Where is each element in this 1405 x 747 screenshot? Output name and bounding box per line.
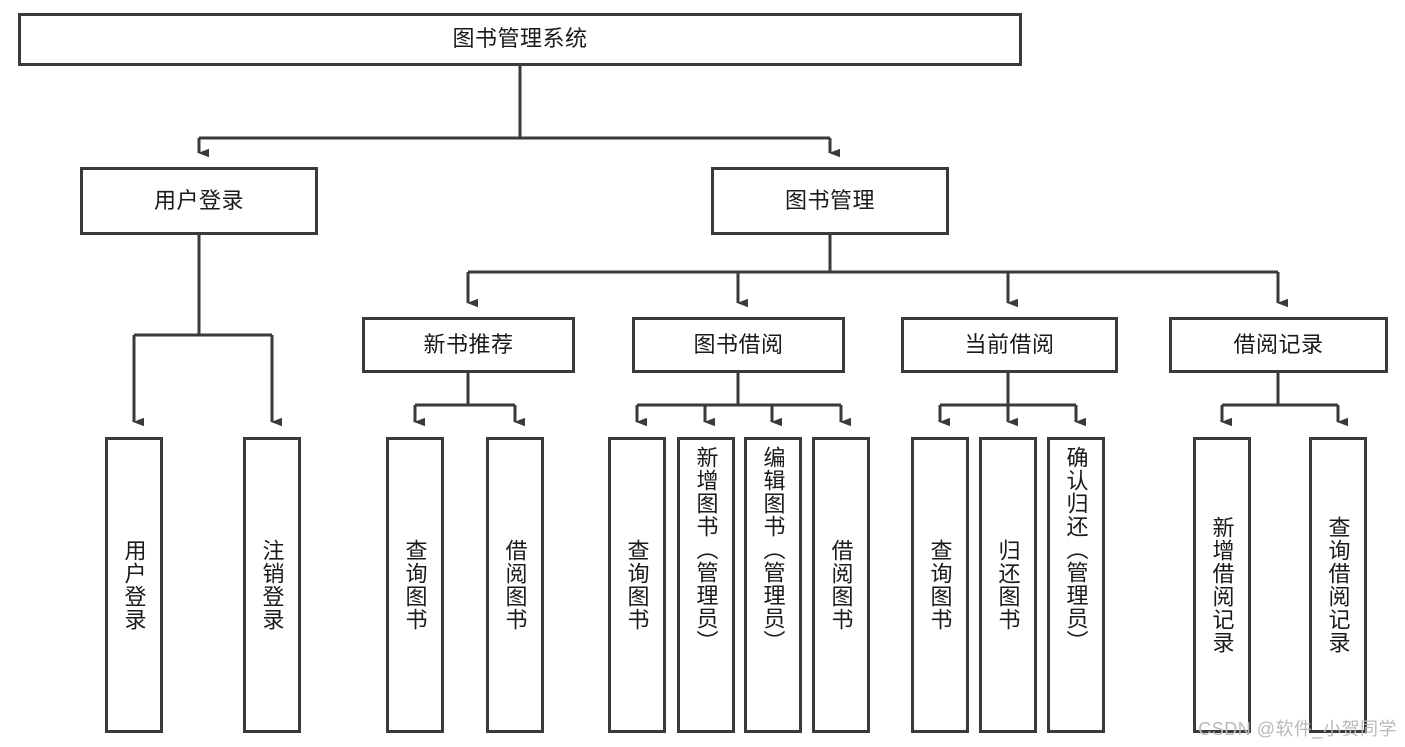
leaf-user-login-logout[interactable]: 注销登录	[243, 437, 301, 733]
node-label: 确认归还（管理员）	[1063, 446, 1089, 653]
leaf-current-borrow-confirm-return-admin[interactable]: 确认归还（管理员）	[1047, 437, 1105, 733]
node-label: 用户登录	[121, 539, 147, 631]
node-new-book-recommendation[interactable]: 新书推荐	[362, 317, 575, 373]
node-label: 当前借阅	[964, 331, 1055, 357]
leaf-user-login-login[interactable]: 用户登录	[105, 437, 163, 733]
node-borrowing-record[interactable]: 借阅记录	[1169, 317, 1388, 373]
leaf-book-borrow-add-book-admin[interactable]: 新增图书（管理员）	[677, 437, 735, 733]
node-book-management[interactable]: 图书管理	[711, 167, 949, 235]
user-login-to-leaves-connector	[132, 235, 282, 427]
node-label: 借阅记录	[1233, 331, 1324, 357]
leaf-borrow-record-add-record[interactable]: 新增借阅记录	[1193, 437, 1251, 733]
node-label: 新书推荐	[423, 331, 514, 357]
leaf-new-book-borrow-books[interactable]: 借阅图书	[486, 437, 544, 733]
node-label: 新增图书（管理员）	[693, 446, 719, 653]
node-label: 归还图书	[995, 539, 1021, 631]
node-label: 查询借阅记录	[1325, 516, 1351, 654]
leaf-book-borrow-borrow-books[interactable]: 借阅图书	[812, 437, 870, 733]
leaf-current-borrow-return-books[interactable]: 归还图书	[979, 437, 1037, 733]
leaf-book-borrow-edit-book-admin[interactable]: 编辑图书（管理员）	[744, 437, 802, 733]
node-user-login[interactable]: 用户登录	[80, 167, 318, 235]
node-label: 借阅图书	[502, 539, 528, 631]
node-label: 注销登录	[259, 539, 285, 631]
node-root-book-management-system[interactable]: 图书管理系统	[18, 13, 1022, 66]
new-book-to-leaves-connector	[413, 373, 525, 427]
leaf-book-borrow-query-books[interactable]: 查询图书	[608, 437, 666, 733]
node-label: 借阅图书	[828, 539, 854, 631]
node-label: 新增借阅记录	[1209, 516, 1235, 654]
current-borrow-to-leaves-connector	[938, 373, 1086, 427]
node-label: 图书管理系统	[452, 26, 588, 52]
node-label: 查询图书	[402, 539, 428, 631]
leaf-new-book-query-books[interactable]: 查询图书	[386, 437, 444, 733]
node-label: 图书借阅	[693, 331, 784, 357]
node-label: 用户登录	[153, 187, 244, 213]
borrow-record-to-leaves-connector	[1220, 373, 1348, 427]
node-book-borrowing[interactable]: 图书借阅	[632, 317, 845, 373]
leaf-borrow-record-query-record[interactable]: 查询借阅记录	[1309, 437, 1367, 733]
book-manage-to-level3-connector	[466, 235, 1288, 308]
node-current-borrowing[interactable]: 当前借阅	[901, 317, 1118, 373]
node-label: 编辑图书（管理员）	[760, 446, 786, 653]
node-label: 查询图书	[927, 539, 953, 631]
node-label: 查询图书	[624, 539, 650, 631]
node-label: 图书管理	[784, 187, 875, 213]
root-to-level2-connector	[197, 66, 840, 158]
leaf-current-borrow-query-books[interactable]: 查询图书	[911, 437, 969, 733]
book-borrow-to-leaves-connector	[635, 373, 851, 427]
